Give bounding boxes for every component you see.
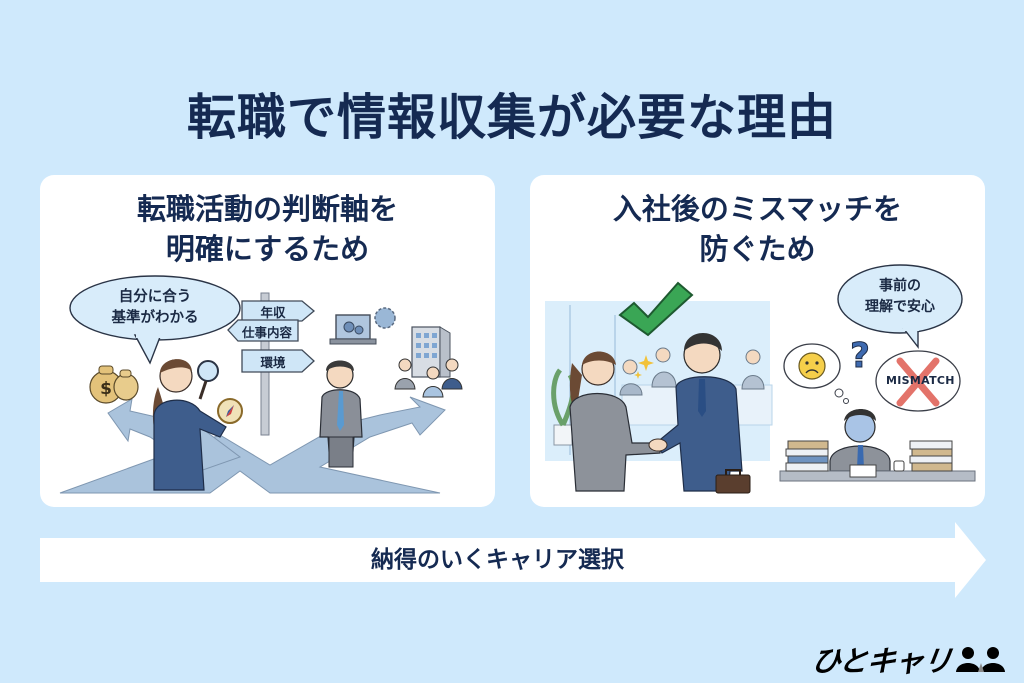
bubble-line2: 基準がわかる bbox=[111, 310, 199, 326]
crossroads-arrows-icon bbox=[59, 396, 446, 494]
page-title: 転職で情報収集が必要な理由 bbox=[186, 89, 837, 146]
sign-job-content: 仕事内容 bbox=[241, 325, 292, 340]
card-title-line1: 転職活動の判断軸を bbox=[136, 192, 398, 226]
sign-environment: 環境 bbox=[260, 355, 286, 370]
career-arrow-icon bbox=[40, 522, 986, 598]
card-title: 転職活動の判断軸を 明確にするため bbox=[40, 189, 495, 269]
bubble-line2: 理解で安心 bbox=[865, 299, 935, 315]
bubble-line1: 自分に合う bbox=[118, 289, 192, 305]
bubble-line1: 事前の bbox=[879, 278, 921, 294]
card-title-line2: 明確にするため bbox=[165, 232, 370, 266]
speech-bubble bbox=[837, 264, 963, 350]
reason-card-judgment-axis: 転職活動の判断軸を 明確にするため $ bbox=[40, 175, 495, 507]
mismatch-cloud bbox=[875, 350, 961, 412]
laptop-gear-icon bbox=[329, 307, 396, 345]
handshake-icon bbox=[648, 438, 668, 452]
people-icon bbox=[956, 647, 1006, 672]
signpost-icon bbox=[227, 292, 316, 436]
sad-face-icon bbox=[798, 352, 826, 380]
man-interviewer-figure bbox=[648, 333, 751, 494]
brand-logo: ひとキャリ bbox=[809, 642, 1007, 678]
thought-cloud bbox=[783, 343, 849, 404]
speech-bubble-text: 事前の 理解で安心 bbox=[848, 276, 952, 318]
document-stack-icon bbox=[785, 440, 953, 472]
man-on-phone-figure bbox=[319, 360, 363, 468]
mismatch-label: MISMATCH bbox=[886, 374, 955, 387]
sign-salary: 年収 bbox=[260, 305, 286, 320]
card-title: 入社後のミスマッチを 防ぐため bbox=[530, 189, 985, 269]
office-building-icon bbox=[394, 326, 463, 398]
logo-text: ひとキャリ bbox=[809, 644, 954, 678]
speech-bubble bbox=[69, 275, 241, 365]
mismatch-illustration: ? bbox=[545, 264, 976, 494]
card-title-line1: 入社後のミスマッチを bbox=[612, 192, 903, 226]
card-title-line2: 防ぐため bbox=[699, 232, 816, 266]
crossroads-illustration: $ bbox=[59, 275, 463, 494]
woman-candidate-figure bbox=[569, 351, 661, 492]
magnifier-icon bbox=[197, 360, 219, 400]
sparkle-icon bbox=[634, 355, 654, 379]
checkmark-icon bbox=[618, 281, 694, 337]
svg-text:$: $ bbox=[100, 379, 112, 399]
compass-icon bbox=[217, 398, 243, 424]
question-mark-icon: ? bbox=[850, 336, 870, 376]
cross-icon bbox=[896, 357, 940, 407]
arrow-label: 納得のいくキャリア選択 bbox=[371, 547, 624, 573]
briefcase-icon bbox=[715, 469, 751, 494]
woman-with-magnifier-figure bbox=[152, 359, 243, 491]
reason-card-prevent-mismatch: 入社後のミスマッチを 防ぐため bbox=[530, 175, 985, 507]
stressed-worker-figure bbox=[779, 409, 976, 482]
speech-bubble-text: 自分に合う 基準がわかる bbox=[80, 287, 230, 329]
money-bags-icon: $ bbox=[89, 365, 139, 404]
